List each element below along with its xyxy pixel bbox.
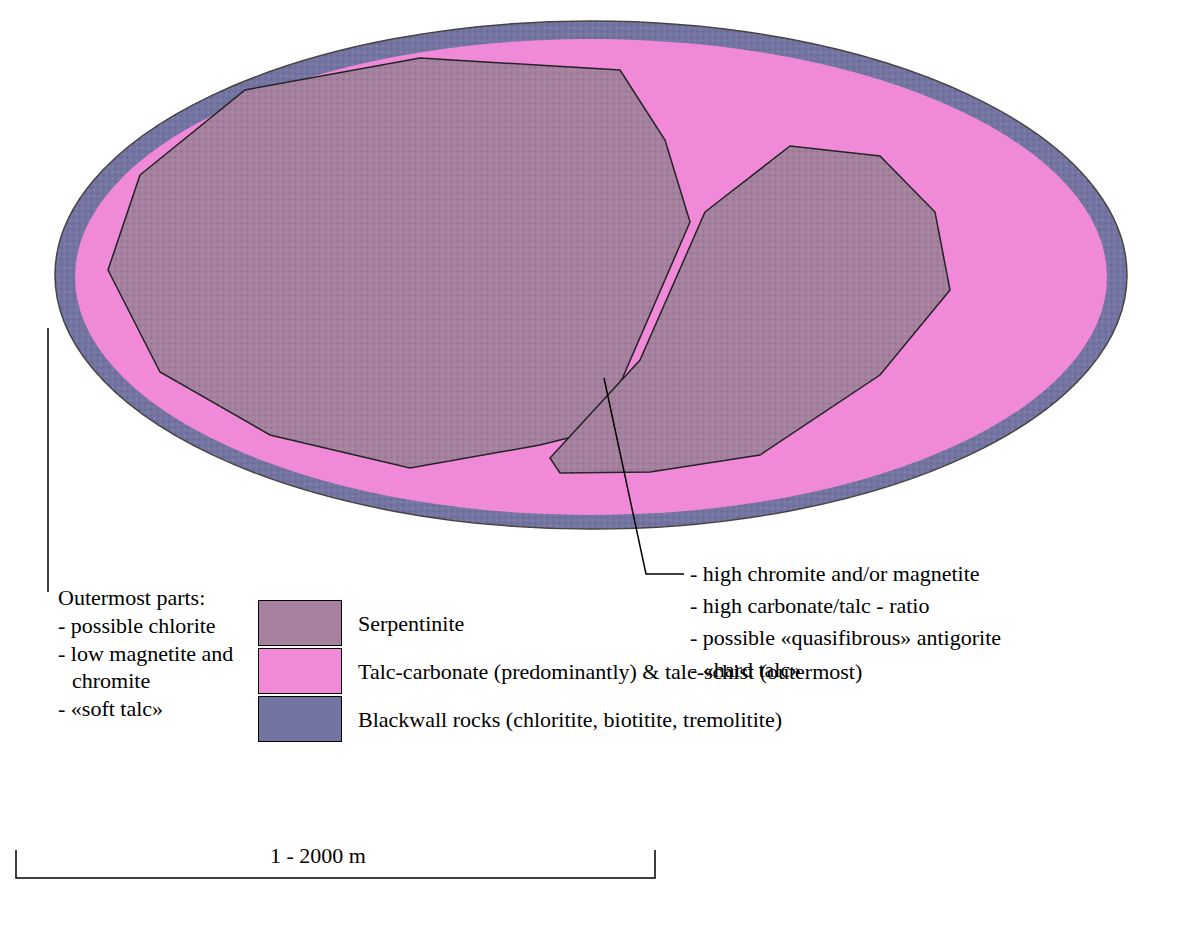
- legend-text: Talc-carbonate (predominantly) & talc-sc…: [358, 658, 862, 685]
- legend-swatch: [258, 696, 342, 742]
- leader-line: [604, 378, 684, 574]
- callout-heading: Outermost parts:: [58, 584, 205, 611]
- scale-label: 1 - 2000 m: [270, 842, 366, 869]
- blackwall-ring: [55, 21, 1127, 529]
- leader-line: [47, 328, 49, 592]
- legend-text: Serpentinite: [358, 610, 464, 637]
- callout-note: - possible «quasifibrous» antigorite: [690, 624, 1001, 651]
- callout-note: - possible chlorite: [58, 612, 216, 639]
- serpentinite-core: [550, 146, 950, 473]
- callout-note: - high chromite and/or magnetite: [690, 560, 980, 587]
- callout-note: - high carbonate/talc - ratio: [690, 592, 929, 619]
- talc-zone: [75, 39, 1107, 515]
- legend-swatch: [258, 600, 342, 646]
- legend-swatch: [258, 648, 342, 694]
- callout-note: - low magnetite and chromite: [58, 640, 292, 694]
- callout-note: - «soft talc»: [58, 695, 163, 722]
- legend-text: Blackwall rocks (chloritite, biotitite, …: [358, 706, 782, 733]
